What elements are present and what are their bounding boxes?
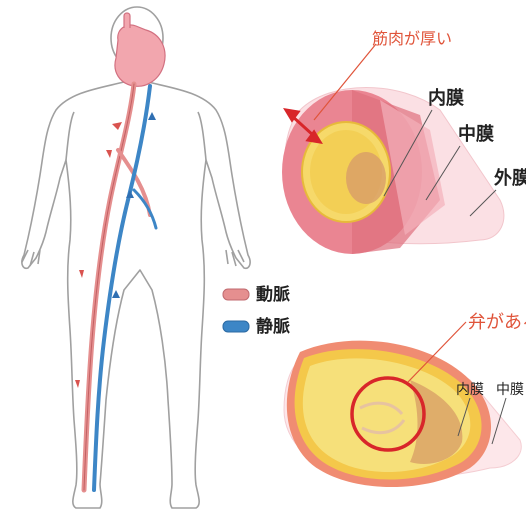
vein-legend-label: 静脈	[256, 316, 290, 337]
artery-cross-section: 筋肉が厚い 内膜 中膜 外膜	[282, 29, 526, 254]
legend: 動脈 静脈	[223, 284, 290, 337]
artery-middle-label: 中膜	[458, 123, 494, 145]
right-arm-inner	[198, 112, 206, 160]
vein-legend-swatch	[223, 321, 249, 332]
artery-outer-label: 外膜	[494, 167, 526, 189]
artery-legend-label: 動脈	[256, 284, 290, 305]
body-contour	[22, 66, 250, 508]
artery-inner-label: 内膜	[428, 87, 464, 109]
vein-middle-label: 中膜	[496, 382, 524, 398]
blood-vessels	[84, 84, 156, 490]
heart	[115, 13, 165, 86]
vein-cross-section: 弁がある 内膜 中膜	[284, 312, 526, 487]
vein-callout: 弁がある	[468, 312, 526, 333]
artery-callout: 筋肉が厚い	[372, 29, 452, 48]
vein-inner-label: 内膜	[456, 382, 484, 398]
left-arm-inner	[66, 112, 74, 160]
artery-legend-swatch	[223, 289, 249, 300]
